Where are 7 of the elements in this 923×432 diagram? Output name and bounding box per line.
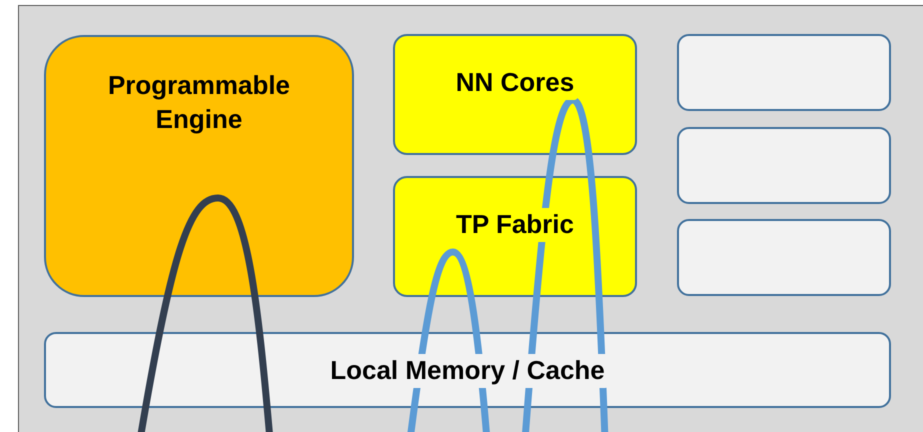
component-box (44, 35, 354, 297)
empty-box (677, 127, 891, 204)
component-box (393, 176, 637, 297)
component-box (44, 332, 891, 408)
empty-box (677, 34, 891, 111)
empty-box (677, 219, 891, 296)
component-box (393, 34, 637, 155)
